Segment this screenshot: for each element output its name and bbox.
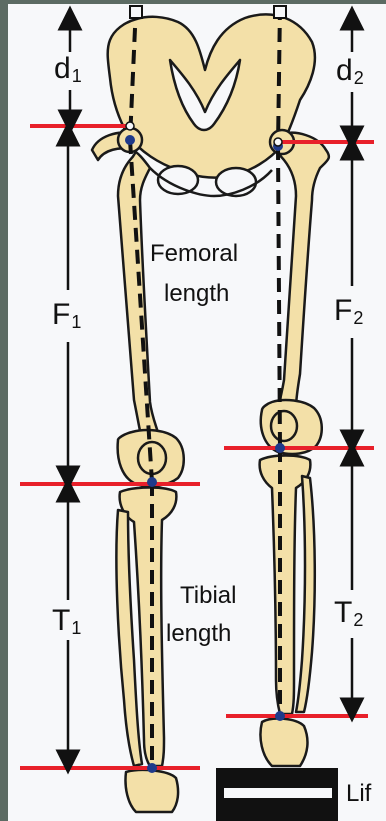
shoe-lift-block — [216, 768, 338, 821]
label-d2: d2 — [336, 56, 364, 87]
tibial-length-line1: Tibial — [180, 584, 236, 608]
axis-top-marker-right — [274, 6, 286, 18]
label-f2: F2 — [334, 296, 363, 327]
axis-top-marker-left — [130, 6, 142, 18]
lift-label: Lif — [346, 782, 371, 806]
label-d1: d1 — [54, 54, 82, 85]
hip-center-marker-right — [274, 138, 282, 146]
label-t2: T2 — [334, 598, 363, 629]
label-f1: F1 — [52, 300, 81, 331]
label-t1: T1 — [52, 606, 81, 637]
femoral-length-line2: length — [164, 282, 229, 306]
hip-center-marker-left — [126, 122, 134, 130]
tibial-length-line2: length — [166, 622, 231, 646]
femoral-length-line1: Femoral — [150, 242, 238, 266]
